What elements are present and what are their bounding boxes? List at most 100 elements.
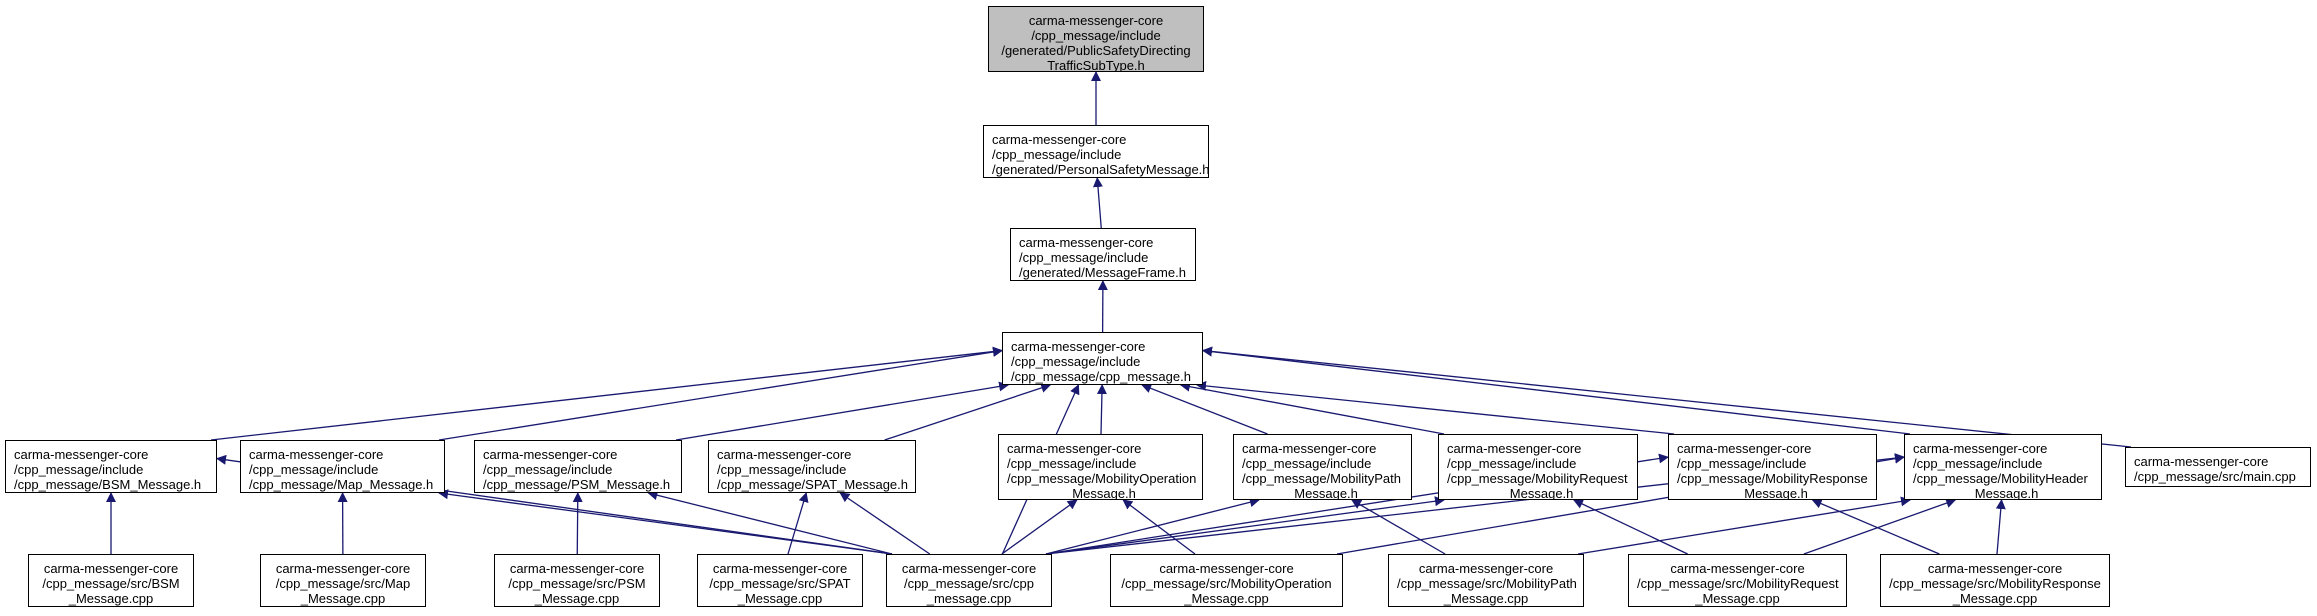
- node-psm-message-h[interactable]: carma-messenger-core /cpp_message/includ…: [474, 440, 682, 493]
- node-map-message-cpp[interactable]: carma-messenger-core /cpp_message/src/Ma…: [260, 554, 426, 607]
- node-line: _Message.cpp: [68, 591, 154, 606]
- node-mobilityrequest-message-cpp[interactable]: carma-messenger-core /cpp_message/src/Mo…: [1628, 554, 1847, 607]
- node-mobilitypath-message-cpp[interactable]: carma-messenger-core /cpp_message/src/Mo…: [1388, 554, 1584, 607]
- node-mobilityrequest-message-h[interactable]: carma-messenger-core /cpp_message/includ…: [1438, 434, 1638, 500]
- edge-mframe-to-psm: [1092, 177, 1103, 229]
- node-line: _Message.h: [1065, 486, 1136, 500]
- node-line: /cpp_message/MobilityOperation: [1007, 471, 1197, 486]
- edge-mrescpp-to-mresh: [1811, 498, 1940, 555]
- node-line: carma-messenger-core: [509, 561, 645, 576]
- node-line: carma-messenger-core: [1670, 561, 1805, 576]
- node-line: _Message.h: [1287, 486, 1358, 500]
- edge-mopmh-to-cpph: [1096, 384, 1107, 435]
- node-line: /cpp_message/src/MobilityRequest: [1637, 576, 1839, 591]
- node-line: _Message.cpp: [534, 591, 620, 606]
- edge-psmcpp-to-psmh: [572, 492, 583, 555]
- edge-cppcpp-to-mpathh: [1045, 497, 1260, 555]
- node-line: _message.cpp: [926, 591, 1012, 606]
- node-line: carma-messenger-core: [717, 447, 852, 462]
- node-line: carma-messenger-core: [14, 447, 149, 462]
- node-line: /cpp_message/src/MobilityResponse: [1889, 576, 2101, 591]
- node-line: carma-messenger-core: [1019, 235, 1154, 250]
- node-messageframe-h[interactable]: carma-messenger-core /cpp_message/includ…: [1010, 228, 1196, 281]
- node-line: /cpp_message/src/Map: [275, 576, 411, 591]
- edge-cppcpp-to-mopmh: [1001, 499, 1078, 555]
- edge-mpathcpp-to-mhdrh: [1577, 496, 1911, 555]
- node-line: carma-messenger-core: [901, 561, 1037, 576]
- node-line: /cpp_message/MobilityResponse: [1677, 471, 1868, 486]
- edge-mhdrh-to-cpph: [1202, 346, 1911, 435]
- node-line: carma-messenger-core: [1927, 561, 2063, 576]
- node-line: carma-messenger-core: [2134, 454, 2269, 469]
- node-line: /cpp_message/include: [1242, 456, 1372, 471]
- node-line: /cpp_message/MobilityHeader: [1913, 471, 2088, 486]
- node-line: _Message.h: [1502, 486, 1574, 500]
- node-line: /cpp_message/include: [14, 462, 144, 477]
- node-line: _Message.cpp: [1184, 591, 1269, 606]
- node-line: /generated/PublicSafetyDirecting: [1001, 43, 1191, 58]
- node-mobilityheader-message-h[interactable]: carma-messenger-core /cpp_message/includ…: [1904, 434, 2102, 500]
- node-main-cpp[interactable]: carma-messenger-core /cpp_message/src/ma…: [2125, 447, 2311, 487]
- edge-mreqh-to-cpph: [1179, 381, 1445, 435]
- edge-spath-to-cpph: [884, 383, 1052, 441]
- node-line: /cpp_message/include: [249, 462, 379, 477]
- edge-mresh-to-cpph: [1196, 380, 1675, 435]
- node-line: /cpp_message/src/main.cpp: [2134, 469, 2296, 484]
- node-spat-message-h[interactable]: carma-messenger-core /cpp_message/includ…: [708, 440, 916, 493]
- node-line: /cpp_message/Map_Message.h: [249, 477, 434, 492]
- node-spat-message-cpp[interactable]: carma-messenger-core /cpp_message/src/SP…: [697, 554, 863, 607]
- node-line: /cpp_message/include: [483, 462, 613, 477]
- edge-spatcpp-to-spath: [787, 492, 809, 555]
- node-line: /cpp_message/src/cpp: [903, 576, 1035, 591]
- node-line: /cpp_message/include: [1019, 250, 1149, 265]
- edge-mreqcpp-to-mhdrh: [1803, 498, 1957, 555]
- edge-maph-to-cpph: [438, 347, 1003, 441]
- node-line: /cpp_message/src/MobilityOperation: [1121, 576, 1332, 591]
- node-line: /cpp_message/src/MobilityPath: [1397, 576, 1577, 591]
- node-line: /cpp_message/include: [717, 462, 847, 477]
- node-line: carma-messenger-core: [249, 447, 384, 462]
- node-personalsafetymessage-h[interactable]: carma-messenger-core /cpp_message/includ…: [983, 125, 1209, 178]
- node-line: /generated/PersonalSafetyMessage.h: [992, 162, 1209, 177]
- node-line: /cpp_message/include: [1677, 456, 1807, 471]
- node-line: /cpp_message/PSM_Message.h: [483, 477, 671, 492]
- edge-mrescpp-to-mhdrh: [1995, 499, 2006, 555]
- node-mobilityoperation-message-cpp[interactable]: carma-messenger-core /cpp_message/src/Mo…: [1110, 554, 1343, 607]
- node-bsm-message-h[interactable]: carma-messenger-core /cpp_message/includ…: [5, 440, 217, 493]
- node-map-message-h[interactable]: carma-messenger-core /cpp_message/includ…: [240, 440, 445, 493]
- edge-mreqcpp-to-mreqh: [1573, 499, 1688, 555]
- node-line: /cpp_message/src/BSM: [42, 576, 180, 591]
- node-line: /cpp_message/include: [1031, 28, 1161, 43]
- node-line: _Message.cpp: [1443, 591, 1529, 606]
- node-line: carma-messenger-core: [275, 561, 411, 576]
- node-line: carma-messenger-core: [712, 561, 848, 576]
- edge-mopcpp-to-mopmh: [1122, 499, 1196, 555]
- edge-cppcpp-to-psmh: [647, 490, 893, 555]
- node-line: /cpp_message/include: [1447, 456, 1577, 471]
- node-line: /cpp_message/cpp_message.h: [1011, 369, 1191, 384]
- edge-mpathh-to-cpph: [1141, 383, 1268, 435]
- node-mobilityresponse-message-cpp[interactable]: carma-messenger-core /cpp_message/src/Mo…: [1880, 554, 2110, 607]
- node-line: /cpp_message/include: [1011, 354, 1141, 369]
- node-line: /cpp_message/include: [1007, 456, 1137, 471]
- node-mobilityoperation-message-h[interactable]: carma-messenger-core /cpp_message/includ…: [998, 434, 1203, 500]
- edge-maincpp-to-cpph: [1202, 346, 2132, 448]
- node-line: carma-messenger-core: [1447, 441, 1582, 456]
- node-mobilityresponse-message-h[interactable]: carma-messenger-core /cpp_message/includ…: [1668, 434, 1877, 500]
- node-publicsafetydirectingtrafficsubtype-h[interactable]: carma-messenger-core /cpp_message/includ…: [988, 6, 1204, 72]
- node-psm-message-cpp[interactable]: carma-messenger-core /cpp_message/src/PS…: [494, 554, 660, 607]
- node-cpp-message-cpp[interactable]: carma-messenger-core /cpp_message/src/cp…: [886, 554, 1052, 607]
- node-line: carma-messenger-core: [1677, 441, 1812, 456]
- node-line: /cpp_message/include: [1913, 456, 2043, 471]
- node-cpp-message-h[interactable]: carma-messenger-core /cpp_message/includ…: [1002, 332, 1203, 385]
- node-line: /generated/MessageFrame.h: [1019, 265, 1186, 280]
- node-line: carma-messenger-core: [43, 561, 179, 576]
- node-line: carma-messenger-core: [1011, 339, 1146, 354]
- node-bsm-message-cpp[interactable]: carma-messenger-core /cpp_message/src/BS…: [28, 554, 194, 607]
- node-line: _Message.cpp: [1952, 591, 2038, 606]
- node-line: /cpp_message/src/SPAT: [709, 576, 851, 591]
- node-line: _Message.cpp: [300, 591, 386, 606]
- edge-cppcpp-to-spath: [839, 492, 931, 555]
- node-mobilitypath-message-h[interactable]: carma-messenger-core /cpp_message/includ…: [1233, 434, 1412, 500]
- node-line: _Message.h: [1737, 486, 1808, 500]
